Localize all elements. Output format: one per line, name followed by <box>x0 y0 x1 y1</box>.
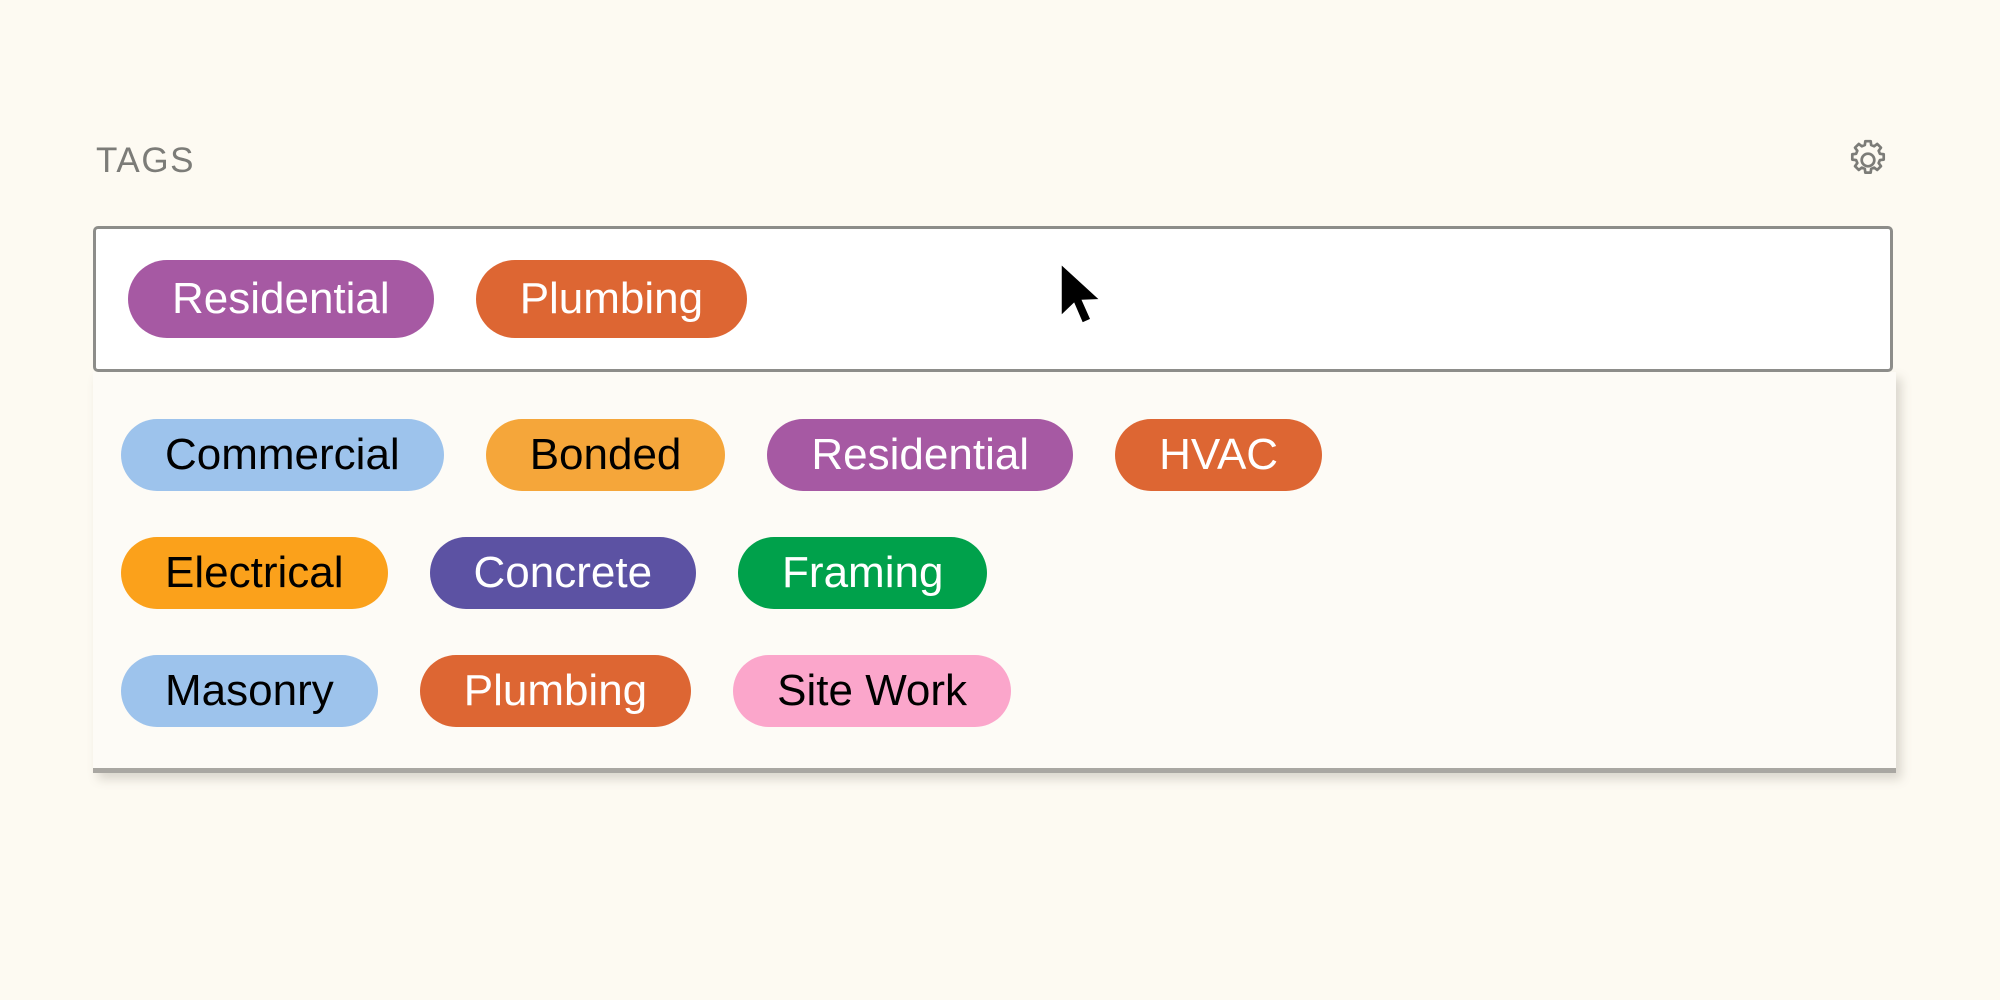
tag-option-hvac[interactable]: HVAC <box>1115 419 1323 491</box>
field-header: TAGS <box>96 135 1896 185</box>
tag-option-framing[interactable]: Framing <box>738 537 988 609</box>
selected-tag-pill[interactable]: Plumbing <box>475 260 748 338</box>
tags-input[interactable]: Residential Plumbing <box>93 226 1893 372</box>
tag-option-concrete[interactable]: Concrete <box>429 537 697 609</box>
tags-dropdown-row: Electrical Concrete Framing <box>93 514 1896 632</box>
tags-dropdown-row: Masonry Plumbing Site Work <box>93 632 1896 750</box>
tags-dropdown-row: Commercial Bonded Residential HVAC <box>93 396 1896 514</box>
selected-tag-pill[interactable]: Residential <box>128 260 434 338</box>
tag-option-commercial[interactable]: Commercial <box>121 419 444 491</box>
tag-option-masonry[interactable]: Masonry <box>121 655 378 727</box>
tag-option-bonded[interactable]: Bonded <box>485 419 726 491</box>
gear-icon[interactable] <box>1842 134 1894 186</box>
tag-option-plumbing[interactable]: Plumbing <box>419 655 692 727</box>
tags-dropdown-panel: Commercial Bonded Residential HVAC Elect… <box>93 372 1896 773</box>
tag-option-electrical[interactable]: Electrical <box>121 537 388 609</box>
tag-option-site-work[interactable]: Site Work <box>733 655 1012 727</box>
page-title: TAGS <box>96 140 196 180</box>
tag-option-residential[interactable]: Residential <box>767 419 1074 491</box>
